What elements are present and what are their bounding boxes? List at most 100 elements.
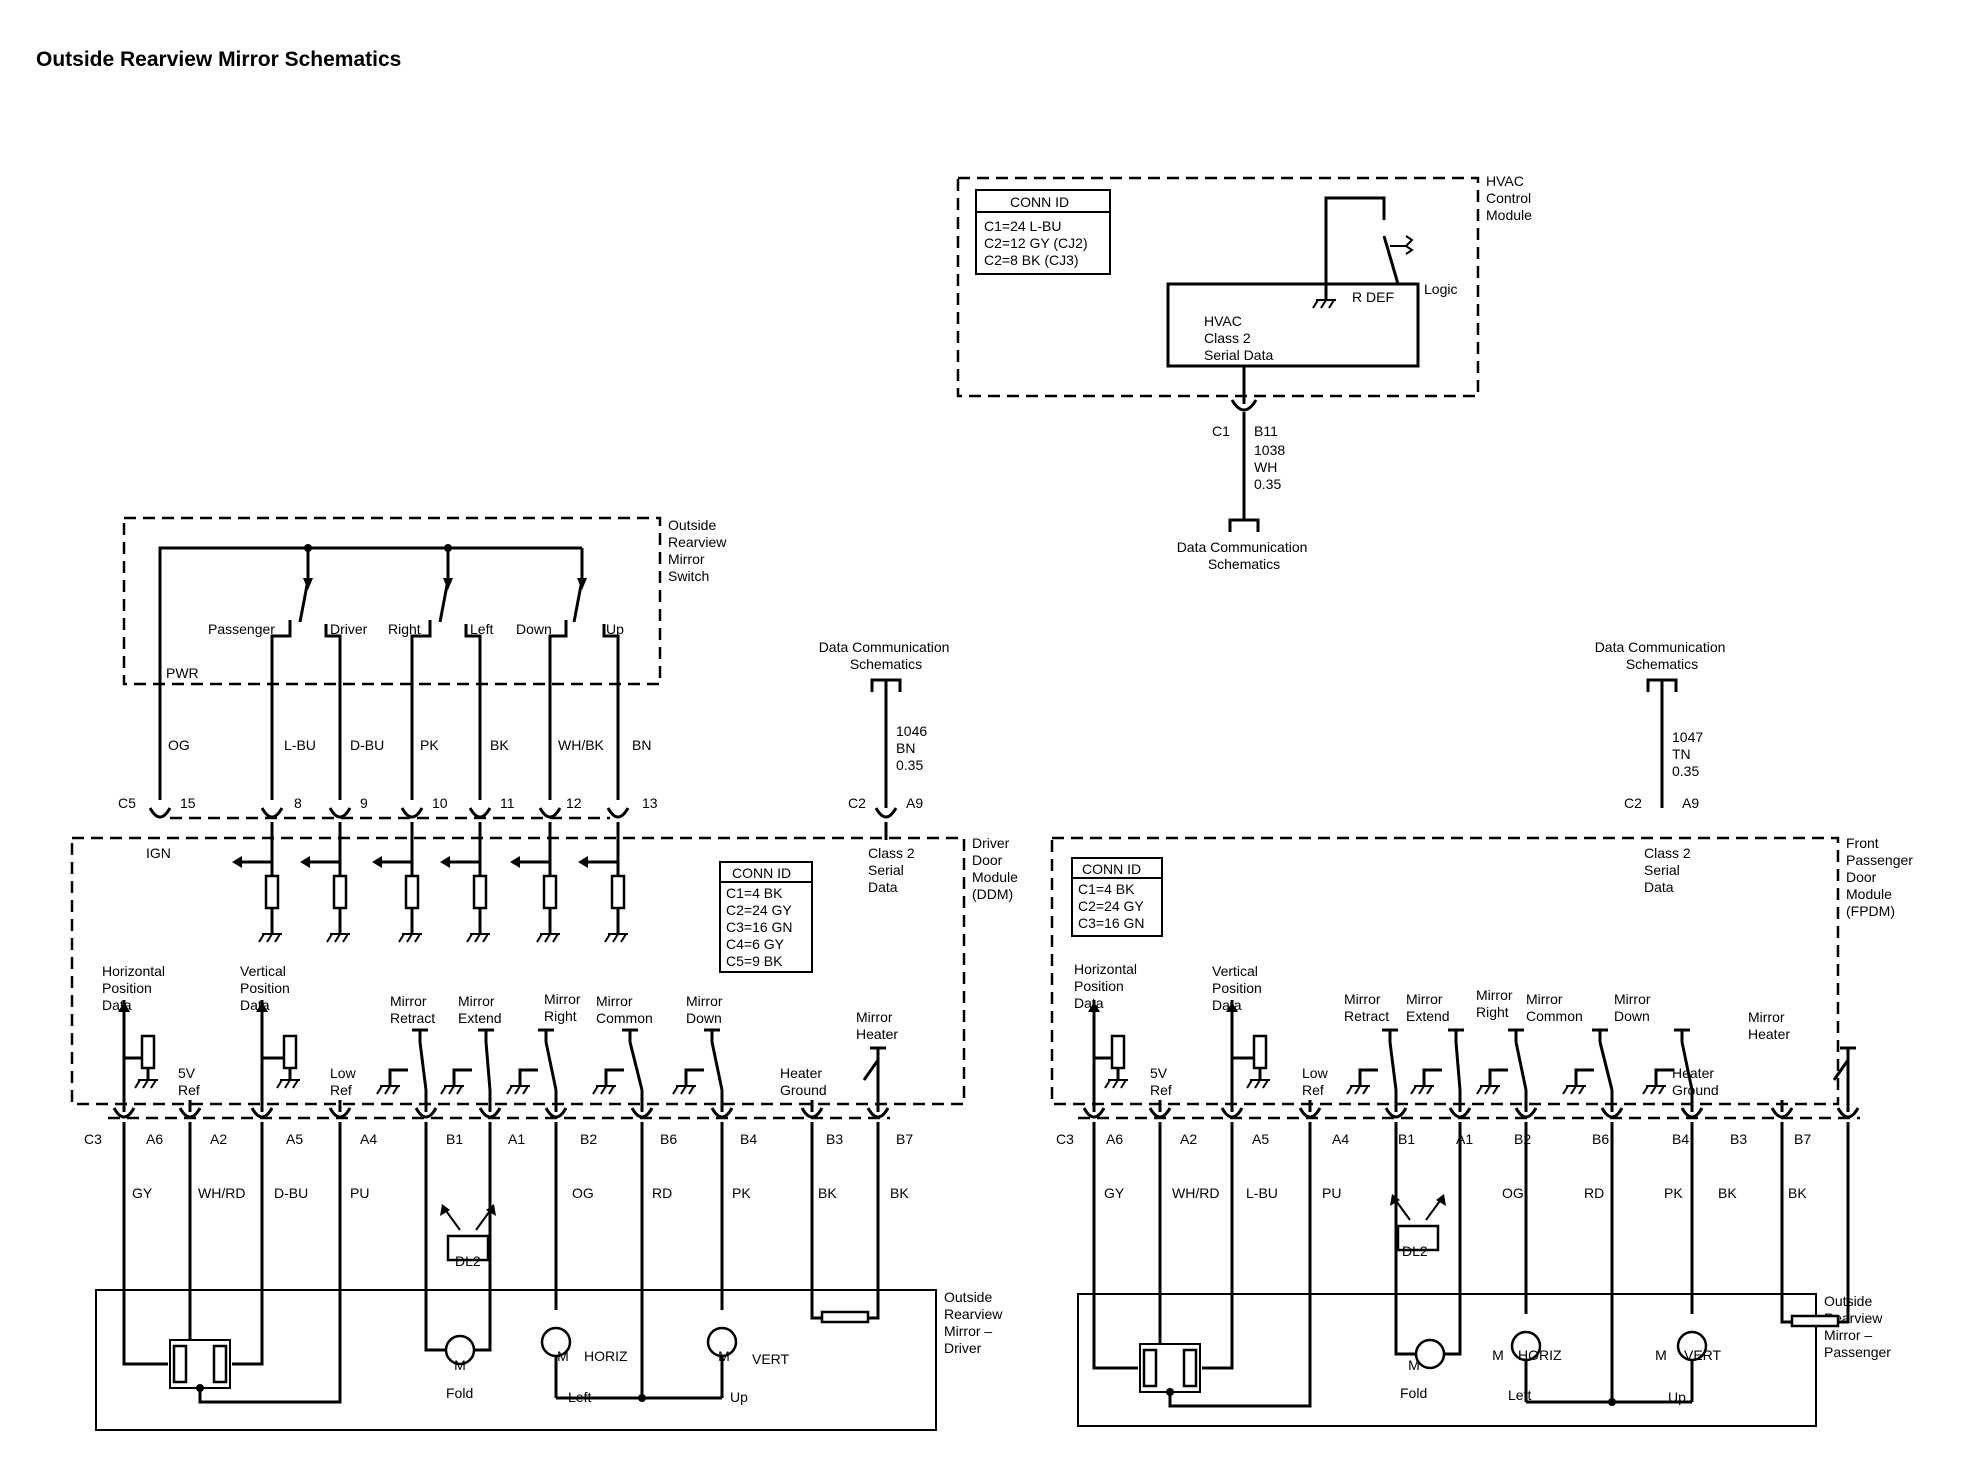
svg-text:PU: PU xyxy=(1322,1185,1341,1201)
hpos-wire xyxy=(1092,1314,1138,1370)
connector-terminal xyxy=(874,807,898,819)
ground-icon xyxy=(1642,1085,1666,1095)
dl2-box xyxy=(1396,1224,1440,1252)
relay-ground-lead xyxy=(452,1068,472,1086)
ground-hatch xyxy=(600,1085,607,1095)
rdef-label: R DEF xyxy=(1352,289,1394,305)
fold-wire xyxy=(1444,1314,1462,1356)
ground-icon xyxy=(1312,299,1336,309)
mirror-switch-name: Outside Rearview Mirror Switch xyxy=(668,517,730,584)
ground-hatch xyxy=(440,1085,447,1095)
ground-hatch xyxy=(334,933,341,943)
resistor xyxy=(1252,1034,1268,1070)
svg-text:Data Communication Schem: Data Communication Schematics xyxy=(819,639,954,672)
horiz-label: HORIZ xyxy=(1518,1347,1562,1363)
switch-pos-right: Right xyxy=(388,621,421,637)
relay-ground-lead xyxy=(518,1068,538,1086)
ground-hatch xyxy=(1562,1085,1569,1095)
arrow-icon xyxy=(486,1204,496,1216)
dl2-label: DL2 xyxy=(455,1253,481,1269)
svg-text:B7: B7 xyxy=(1794,1131,1811,1147)
svg-text:CONN ID: CONN ID xyxy=(732,865,791,881)
fpdm-bottom-harness: C3 A6 A2 A5 A4 B1 A1 B2 B6 B4 B3 B7 GY W… xyxy=(1056,1131,1811,1201)
vert-motor-symbol: M xyxy=(1655,1347,1667,1363)
hvac-reference-arrow xyxy=(1228,518,1260,532)
ground-hatch xyxy=(342,933,349,943)
arrow-icon xyxy=(440,856,450,868)
connector-terminal xyxy=(328,807,352,819)
svg-text:WH/RD: WH/RD xyxy=(1172,1185,1219,1201)
ground-hatch xyxy=(1354,1085,1361,1095)
svg-text:WH/RD: WH/RD xyxy=(198,1185,245,1201)
heater-switch xyxy=(862,1059,880,1081)
ground-icon xyxy=(376,1085,400,1095)
relay-contact xyxy=(1680,1041,1694,1091)
svg-text:BK: BK xyxy=(818,1185,837,1201)
ground-hatch xyxy=(258,933,265,943)
ddm-c3-label: C3 xyxy=(84,1131,102,1147)
fold-label: Fold xyxy=(446,1385,473,1401)
resistor xyxy=(264,874,280,910)
relay-contact xyxy=(710,1041,724,1091)
heater-element xyxy=(820,1310,870,1324)
ground-hatch xyxy=(376,1085,383,1095)
ground-hatch xyxy=(522,1085,529,1095)
heater-wire xyxy=(868,1310,880,1320)
svg-text:PK: PK xyxy=(420,737,439,753)
resistor xyxy=(172,1344,188,1384)
vert-label: VERT xyxy=(1684,1347,1722,1363)
svg-text:C1=4 BK C2=24 GY: C1=4 BK C2=24 GY C3=16 GN C4=6 GY C5=9 B… xyxy=(726,885,796,969)
arrow-icon xyxy=(118,1002,130,1012)
driver-mirror-boundary xyxy=(95,1289,937,1431)
connector-terminal xyxy=(468,807,492,819)
relay-contact xyxy=(484,1041,492,1091)
switch-pos-passenger: Passenger xyxy=(208,621,275,637)
svg-text:D-BU: D-BU xyxy=(350,737,384,753)
ground-hatch xyxy=(514,1085,521,1095)
switch-power-bus xyxy=(158,546,582,800)
fold-wire xyxy=(1394,1314,1416,1356)
svg-text:OG: OG xyxy=(572,1185,594,1201)
resistor xyxy=(1142,1348,1158,1388)
svg-text:BN: BN xyxy=(632,737,651,753)
svg-text:BK: BK xyxy=(1788,1185,1807,1201)
lowref-wire xyxy=(1168,1314,1312,1408)
dl2-label: DL2 xyxy=(1402,1243,1428,1259)
ground-icon xyxy=(604,933,628,943)
ground-hatch xyxy=(398,933,405,943)
svg-text:PU: PU xyxy=(350,1185,369,1201)
ground-icon xyxy=(1346,1085,1370,1095)
svg-text:B4: B4 xyxy=(1672,1131,1689,1147)
horiz-motor-symbol: M xyxy=(1492,1347,1504,1363)
ddm-c5-label: C5 xyxy=(118,795,136,811)
motor-icon xyxy=(1414,1338,1446,1370)
ground-hatch xyxy=(274,933,281,943)
ground-hatch xyxy=(544,933,551,943)
relay-contact xyxy=(1598,1041,1614,1091)
svg-text:A2: A2 xyxy=(210,1131,227,1147)
svg-text:B7: B7 xyxy=(896,1131,913,1147)
connector-terminal xyxy=(1384,1107,1408,1119)
ground-hatch xyxy=(1578,1085,1585,1095)
resistor xyxy=(1182,1348,1198,1388)
heater-element xyxy=(1790,1314,1840,1328)
svg-text:A5: A5 xyxy=(286,1131,303,1147)
svg-text:WH/BK: WH/BK xyxy=(558,737,605,753)
ground-hatch xyxy=(326,933,333,943)
ground-icon xyxy=(276,1079,300,1089)
passenger-mirror-boundary xyxy=(1077,1293,1817,1427)
switch-pos-down: Down xyxy=(516,621,552,637)
svg-text:B2: B2 xyxy=(1514,1131,1531,1147)
svg-text:15: 15 xyxy=(180,795,196,811)
ground-hatch xyxy=(672,1085,679,1095)
ground-hatch xyxy=(448,1085,455,1095)
